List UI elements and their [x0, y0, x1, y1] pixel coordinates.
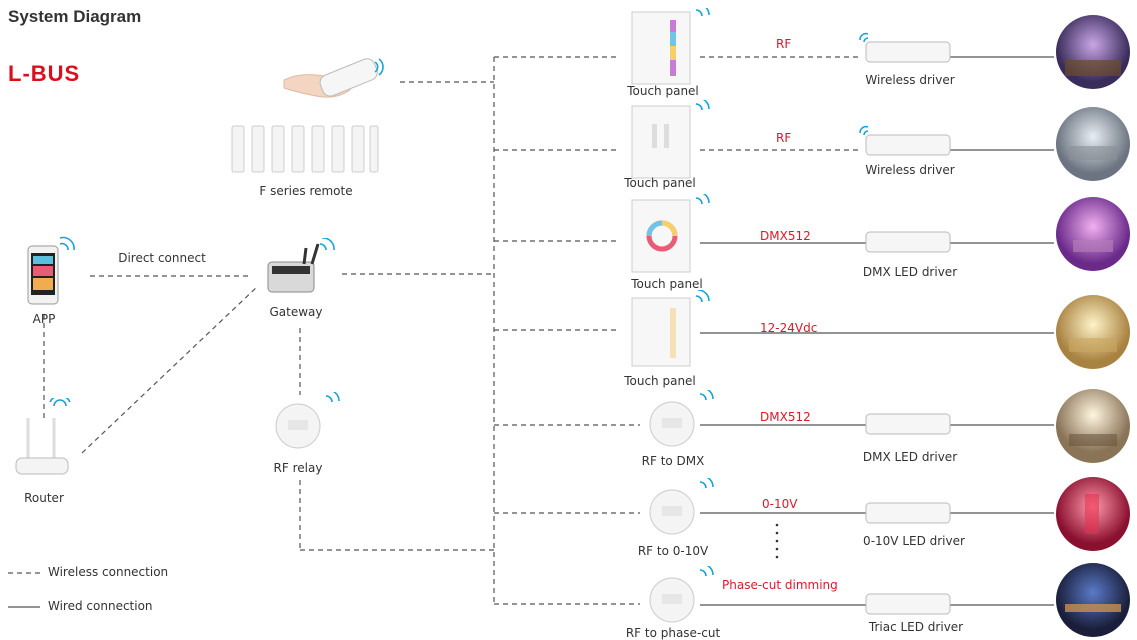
rf-relay-icon — [275, 392, 340, 449]
gateway-label: Gateway — [269, 305, 323, 319]
app-phone-icon — [27, 236, 75, 305]
rf-to-0-10v-icon — [649, 478, 714, 535]
row3-controller-label: Touch panel — [631, 277, 703, 291]
row7-controller-label: RF to phase-cut — [625, 626, 721, 640]
hand-remote-icon — [283, 58, 384, 98]
scene-light-2 — [1056, 107, 1130, 181]
scene-light-3 — [1056, 197, 1130, 271]
touch-panel-color-wheel-icon — [631, 194, 710, 273]
router-icon — [15, 398, 71, 475]
f-series-remote-icons — [231, 125, 379, 173]
wireless-links — [8, 56, 858, 605]
remote-label: F series remote — [259, 184, 353, 198]
rf-to-dmx-icon — [649, 390, 714, 447]
legend-wireless-label: Wireless connection — [48, 565, 169, 579]
row2-connection-label: RF — [776, 131, 792, 145]
scene-light-7 — [1056, 563, 1130, 637]
row1-connection-label: RF — [776, 37, 792, 51]
dmx-driver-icon — [865, 231, 951, 253]
row1-controller-label: Touch panel — [627, 84, 699, 98]
gateway-icon — [267, 238, 335, 293]
scene-light-4 — [1056, 295, 1130, 369]
legend-wired-label: Wired connection — [48, 599, 153, 613]
row6-driver-label: 0-10V LED driver — [863, 534, 965, 548]
router-label: Router — [24, 491, 64, 505]
touch-panel-rgb-icon — [631, 8, 710, 85]
row4-connection-label: 12-24Vdc — [760, 321, 818, 335]
triac-driver-icon — [865, 593, 951, 615]
row2-driver-label: Wireless driver — [865, 163, 955, 177]
row6-controller-label: RF to 0-10V — [637, 544, 709, 558]
row4-controller-label: Touch panel — [624, 374, 696, 388]
row6-connection-label: 0-10V — [762, 497, 798, 511]
wireless-driver-icon — [859, 125, 951, 156]
brand-logo: L-BUS — [8, 61, 81, 86]
row7-driver-label: Triac LED driver — [868, 620, 964, 634]
row5-controller-label: RF to DMX — [641, 454, 705, 468]
wireless-driver-icon — [859, 32, 951, 63]
wired-links — [8, 56, 1054, 608]
touch-panel-dim-icon — [631, 100, 710, 179]
row3-connection-label: DMX512 — [760, 229, 811, 243]
row7-connection-label: Phase-cut dimming — [722, 578, 838, 592]
0-10v-driver-icon — [865, 502, 951, 524]
scene-light-6 — [1056, 477, 1130, 551]
row2-controller-label: Touch panel — [624, 176, 696, 190]
rf-relay-label: RF relay — [273, 461, 323, 475]
touch-panel-cct-icon — [631, 290, 710, 367]
app-label: APP — [32, 312, 56, 326]
scene-light-5 — [1056, 389, 1130, 463]
row1-driver-label: Wireless driver — [865, 73, 955, 87]
row5-connection-label: DMX512 — [760, 410, 811, 424]
continuation-dots — [775, 523, 779, 559]
page-title: System Diagram — [8, 7, 142, 26]
direct-connect-label: Direct connect — [118, 251, 206, 265]
rf-to-phase-cut-icon — [649, 566, 714, 623]
scene-light-1 — [1056, 15, 1130, 89]
row5-driver-label: DMX LED driver — [862, 450, 958, 464]
dmx-driver-icon — [865, 413, 951, 435]
row3-driver-label: DMX LED driver — [862, 265, 958, 279]
